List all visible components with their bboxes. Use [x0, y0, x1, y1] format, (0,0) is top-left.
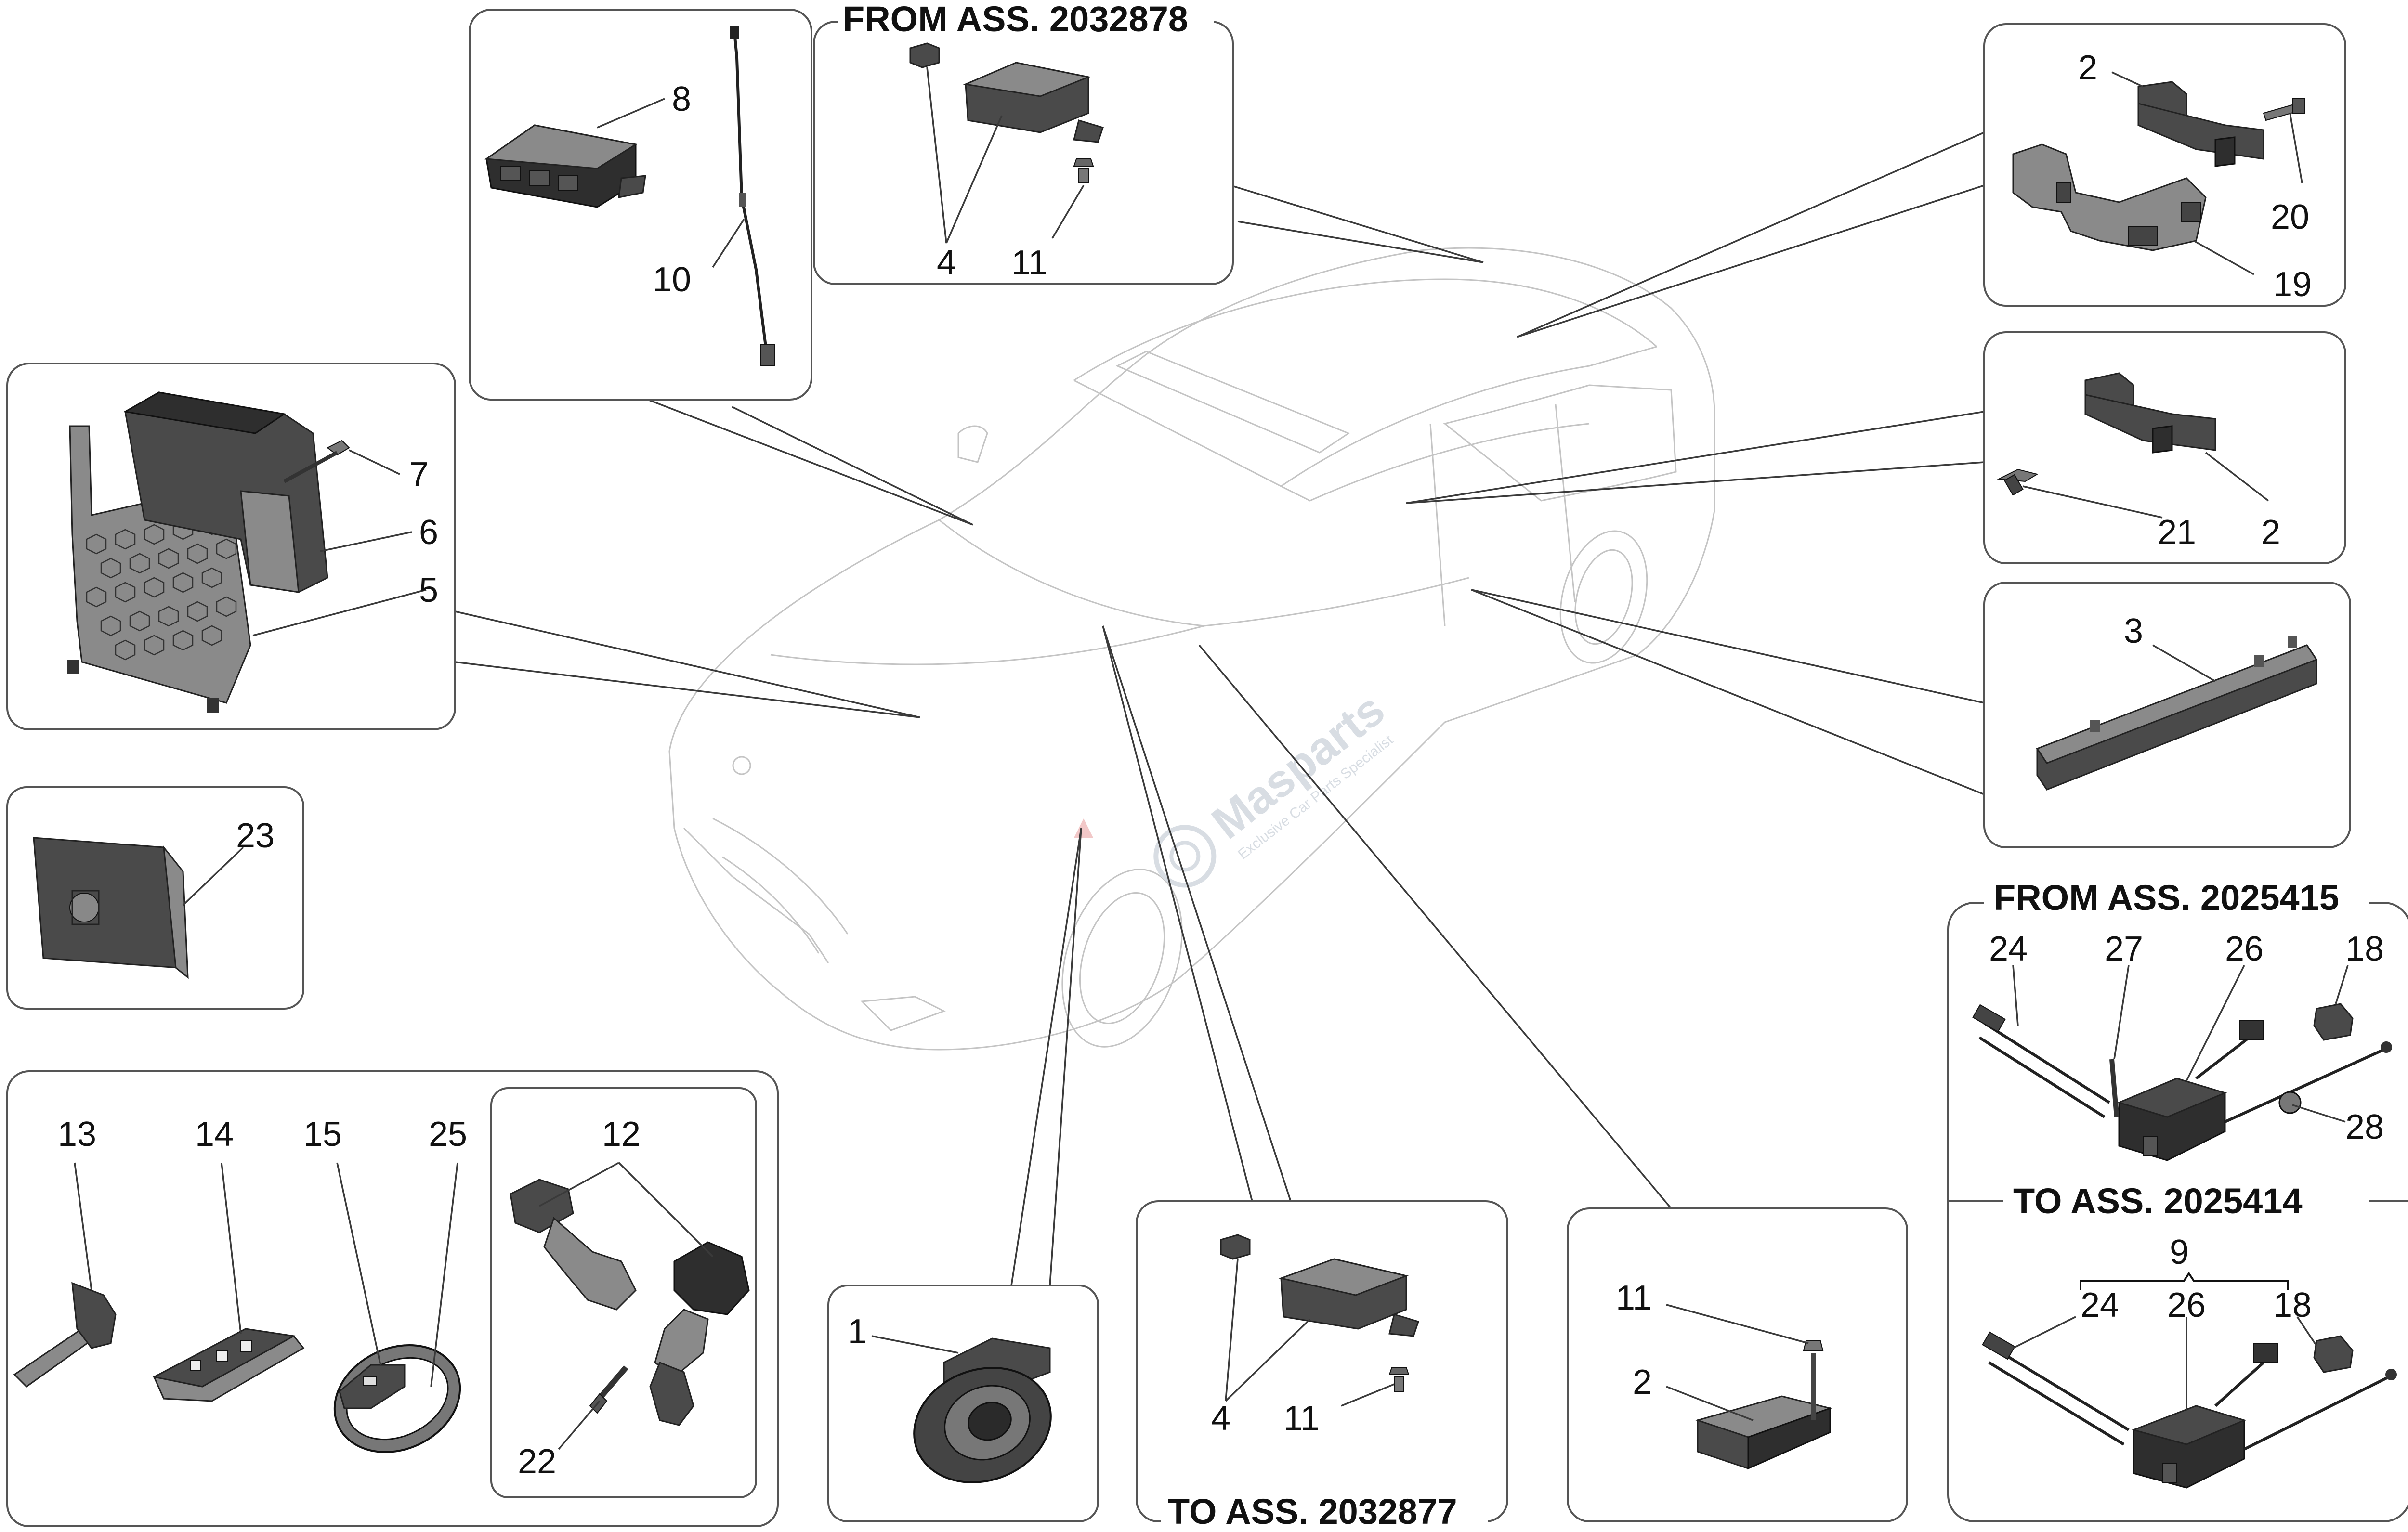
label-26-bottom: 26: [2167, 1286, 2206, 1324]
screw-7: [283, 440, 350, 483]
header-to-2025414: TO ASS. 2025414: [2013, 1181, 2303, 1221]
label-6: 6: [419, 513, 438, 552]
wristband-key-15: [333, 1344, 461, 1453]
label-7: 7: [409, 455, 429, 494]
header-from-2025415: FROM ASS. 2025415: [1994, 878, 2339, 918]
callout-box-from-2032878: FROM ASS. 2032878 4 11: [813, 0, 1234, 285]
callout-box-1: 1: [827, 1285, 1099, 1522]
screw-21: [1997, 468, 2039, 496]
callout-box-to-2032877: 4 11 TO ASS. 2032877: [1136, 1200, 1508, 1532]
label-2-top: 2: [2078, 49, 2097, 87]
label-20: 20: [2271, 198, 2309, 236]
label-5: 5: [419, 571, 438, 610]
label-24-bottom: 24: [2081, 1286, 2119, 1324]
label-11-right: 11: [1616, 1279, 1652, 1317]
label-24-top: 24: [1989, 930, 2028, 968]
car-outline: [668, 247, 1715, 1051]
antenna-4-top: [909, 42, 1104, 143]
label-28: 28: [2345, 1108, 2384, 1146]
label-2-bottom: 2: [1633, 1363, 1652, 1402]
label-26-top: 26: [2225, 930, 2264, 968]
screw-20: [2263, 98, 2305, 121]
receiver-2-mid: [2084, 372, 2216, 454]
kit-from-2025415: [1972, 1003, 2392, 1161]
header-from-2032878: FROM ASS. 2032878: [843, 0, 1188, 39]
ignition-switch-12: [510, 1179, 750, 1426]
bracket-9: [2080, 1272, 2289, 1290]
callout-box-5-6-7: 7 6 5: [6, 363, 456, 730]
callout-box-8-10: 8 10: [469, 9, 812, 401]
label-3: 3: [2124, 612, 2143, 650]
label-25: 25: [429, 1115, 467, 1154]
watermark-mark-icon: [1074, 818, 1093, 838]
antenna-cable-10: [730, 26, 775, 366]
callout-box-2-21: 21 2: [1983, 331, 2346, 564]
leader-lines: [455, 131, 1985, 1286]
callout-box-3: 3: [1983, 582, 2351, 848]
manual-23: [33, 837, 189, 979]
label-2-mid: 2: [2261, 513, 2280, 552]
label-19: 19: [2273, 265, 2312, 304]
label-10: 10: [653, 260, 691, 299]
label-8: 8: [672, 80, 691, 118]
label-12: 12: [602, 1115, 641, 1154]
label-27: 27: [2105, 930, 2143, 968]
callout-box-2-11: 11 2: [1567, 1207, 1908, 1522]
antenna-bar-3: [2036, 636, 2318, 791]
callout-box-keys: 13 14 15 25 12 22: [6, 1070, 779, 1527]
control-unit-6: [123, 391, 328, 593]
label-15: 15: [303, 1115, 342, 1154]
bracket-19: [2012, 143, 2207, 251]
receiver-2-top: [2137, 81, 2264, 167]
antenna-4-bottom: [1220, 1234, 1419, 1337]
label-11-bottom: 11: [1283, 1399, 1320, 1438]
watermark-logo-icon: [1153, 825, 1217, 888]
label-23: 23: [236, 817, 275, 855]
label-13: 13: [58, 1115, 96, 1154]
label-18-bottom: 18: [2273, 1286, 2312, 1324]
label-4-top: 4: [937, 244, 956, 282]
label-4-bottom: 4: [1211, 1399, 1230, 1438]
callout-box-23: 23: [6, 786, 304, 1010]
label-22: 22: [518, 1442, 556, 1481]
label-9: 9: [2170, 1233, 2189, 1272]
header-to-2032877: TO ASS. 2032877: [1168, 1492, 1457, 1532]
immobilizer-1: [913, 1337, 1052, 1483]
label-11-top: 11: [1011, 244, 1047, 282]
callout-box-2-19-20: 2 20 19: [1983, 23, 2346, 307]
kit-to-2025414: [1982, 1331, 2397, 1489]
label-18-top: 18: [2345, 930, 2384, 968]
label-1: 1: [848, 1312, 867, 1351]
label-21: 21: [2158, 513, 2196, 552]
screw-11-top: [1073, 158, 1094, 183]
screw-11-bottom: [1388, 1367, 1410, 1392]
receiver-2-bottom: [1695, 1395, 1833, 1470]
key-blade-13: [13, 1282, 117, 1388]
label-14: 14: [195, 1115, 234, 1154]
callout-box-2025415-2025414: FROM ASS. 2025415 TO ASS. 2025414 24 27 …: [1947, 878, 2408, 1522]
control-module-8: [484, 124, 646, 208]
remote-key-14: [152, 1328, 305, 1402]
